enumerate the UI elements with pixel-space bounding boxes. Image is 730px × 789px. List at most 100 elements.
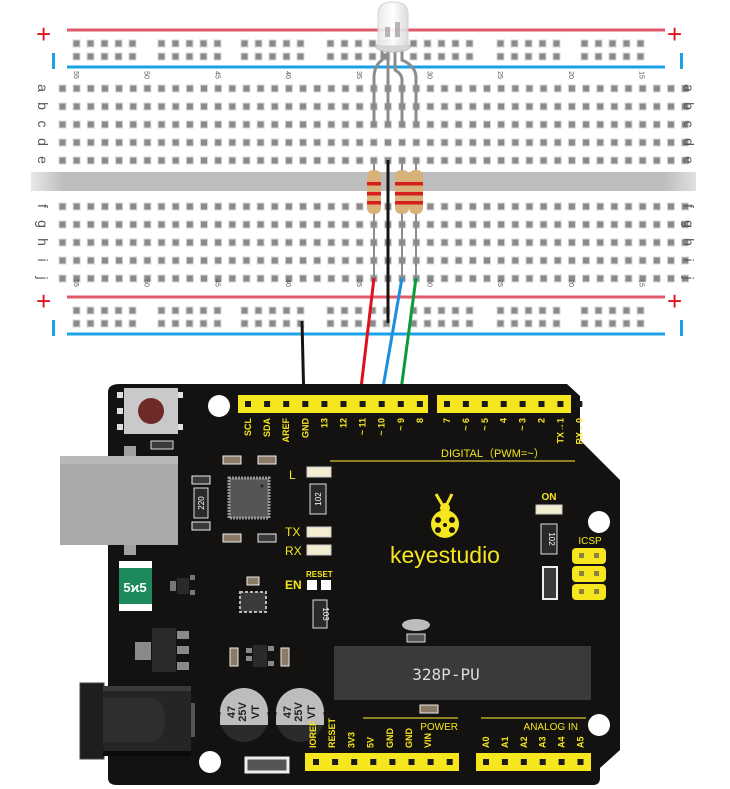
breadboard-hole xyxy=(58,138,67,147)
breadboard-hole xyxy=(200,156,208,165)
breadboard-hole xyxy=(567,102,576,111)
column-number: 50 xyxy=(143,71,150,79)
breadboard-hole xyxy=(86,156,95,165)
pin-label: ~ 5 xyxy=(480,418,490,431)
breadboard-hole xyxy=(284,84,293,93)
breadboard-hole xyxy=(228,238,237,247)
resistor-band xyxy=(409,182,423,186)
resistor-band xyxy=(367,182,381,186)
led-l xyxy=(306,466,332,478)
cap-series: VT xyxy=(306,705,318,719)
breadboard-hole xyxy=(553,120,562,129)
breadboard-hole xyxy=(214,138,223,147)
rail-hole xyxy=(254,306,263,315)
breadboard-hole xyxy=(327,102,336,111)
breadboard-hole xyxy=(681,256,690,265)
rail-hole xyxy=(268,52,277,61)
breadboard-hole xyxy=(454,256,463,265)
breadboard-hole xyxy=(284,156,293,165)
power-header[interactable] xyxy=(305,753,459,771)
icsp-header[interactable] xyxy=(572,548,606,600)
breadboard-hole xyxy=(511,220,520,229)
breadboard-hole xyxy=(58,102,67,111)
rgb-led[interactable] xyxy=(372,1,418,128)
rail-hole xyxy=(340,319,349,328)
breadboard-hole xyxy=(313,202,322,211)
breadboard-hole xyxy=(242,102,251,111)
rail-hole xyxy=(636,52,645,61)
breadboard-hole xyxy=(115,274,124,283)
rail-hole xyxy=(451,39,460,48)
breadboard-hole xyxy=(355,220,364,229)
green-wire[interactable] xyxy=(397,277,418,406)
breadboard-hole xyxy=(638,256,647,265)
rail-hole xyxy=(465,52,474,61)
breadboard-hole xyxy=(511,256,520,265)
breadboard-hole xyxy=(284,220,293,229)
analog-header[interactable] xyxy=(476,753,591,771)
breadboard-hole xyxy=(72,274,81,283)
row-label: c xyxy=(681,121,697,128)
red-wire[interactable] xyxy=(357,277,376,406)
pin-label: SCL xyxy=(243,417,253,436)
rail-hole xyxy=(268,319,277,328)
rail-hole xyxy=(465,39,474,48)
led-leads xyxy=(372,50,418,123)
header-pin xyxy=(462,401,469,407)
row-label: a xyxy=(681,84,697,92)
digital-header-left[interactable] xyxy=(238,395,428,413)
usb-controller-chip xyxy=(227,476,271,520)
breadboard-hole xyxy=(681,84,690,93)
breadboard-hole xyxy=(341,156,350,165)
breadboard-hole xyxy=(58,156,67,165)
reset-button[interactable] xyxy=(117,388,183,434)
rail-hole xyxy=(636,39,645,48)
breadboard-hole xyxy=(681,120,690,129)
terminal-rows-a-e xyxy=(58,84,690,165)
rail-hole xyxy=(524,319,533,328)
breadboard-hole xyxy=(299,138,308,147)
breadboard-hole xyxy=(582,156,591,165)
breadboard-hole xyxy=(341,220,350,229)
top-minus-sign xyxy=(52,53,55,69)
breadboard-hole xyxy=(100,256,109,265)
breadboard-hole xyxy=(596,238,605,247)
header-pin xyxy=(321,401,328,407)
breadboard-hole xyxy=(270,220,279,229)
breadboard-hole xyxy=(553,84,562,93)
resistors xyxy=(367,160,423,280)
reset-pad xyxy=(321,580,331,590)
blue-wire[interactable] xyxy=(378,277,404,406)
pin-label: GND xyxy=(385,728,395,749)
breadboard-hole xyxy=(214,256,223,265)
header-pin xyxy=(313,759,319,765)
keyestudio-logo: keyestudio xyxy=(390,493,500,568)
breadboard-hole xyxy=(100,120,109,129)
rail-hole xyxy=(622,39,631,48)
breadboard-hole xyxy=(171,120,180,129)
breadboard-hole xyxy=(214,102,223,111)
breadboard-hole xyxy=(681,274,690,283)
breadboard-hole xyxy=(327,84,336,93)
breadboard-hole xyxy=(129,256,138,265)
rail-hole xyxy=(496,306,505,315)
breadboard-hole xyxy=(666,138,675,147)
breadboard-hole xyxy=(100,84,109,93)
header-pin xyxy=(576,401,583,407)
rail-hole xyxy=(451,306,460,315)
rail-hole xyxy=(510,39,519,48)
pin-label: SDA xyxy=(262,418,272,438)
rail-hole xyxy=(100,52,109,61)
breadboard-hole xyxy=(313,120,322,129)
breadboard-hole xyxy=(638,238,647,247)
rail-hole xyxy=(128,306,137,315)
rail-hole xyxy=(296,52,305,61)
breadboard-hole xyxy=(185,274,194,283)
row-label: c xyxy=(35,121,51,128)
breadboard-hole xyxy=(497,256,506,265)
breadboard-hole xyxy=(355,256,364,265)
header-pin xyxy=(340,401,347,407)
